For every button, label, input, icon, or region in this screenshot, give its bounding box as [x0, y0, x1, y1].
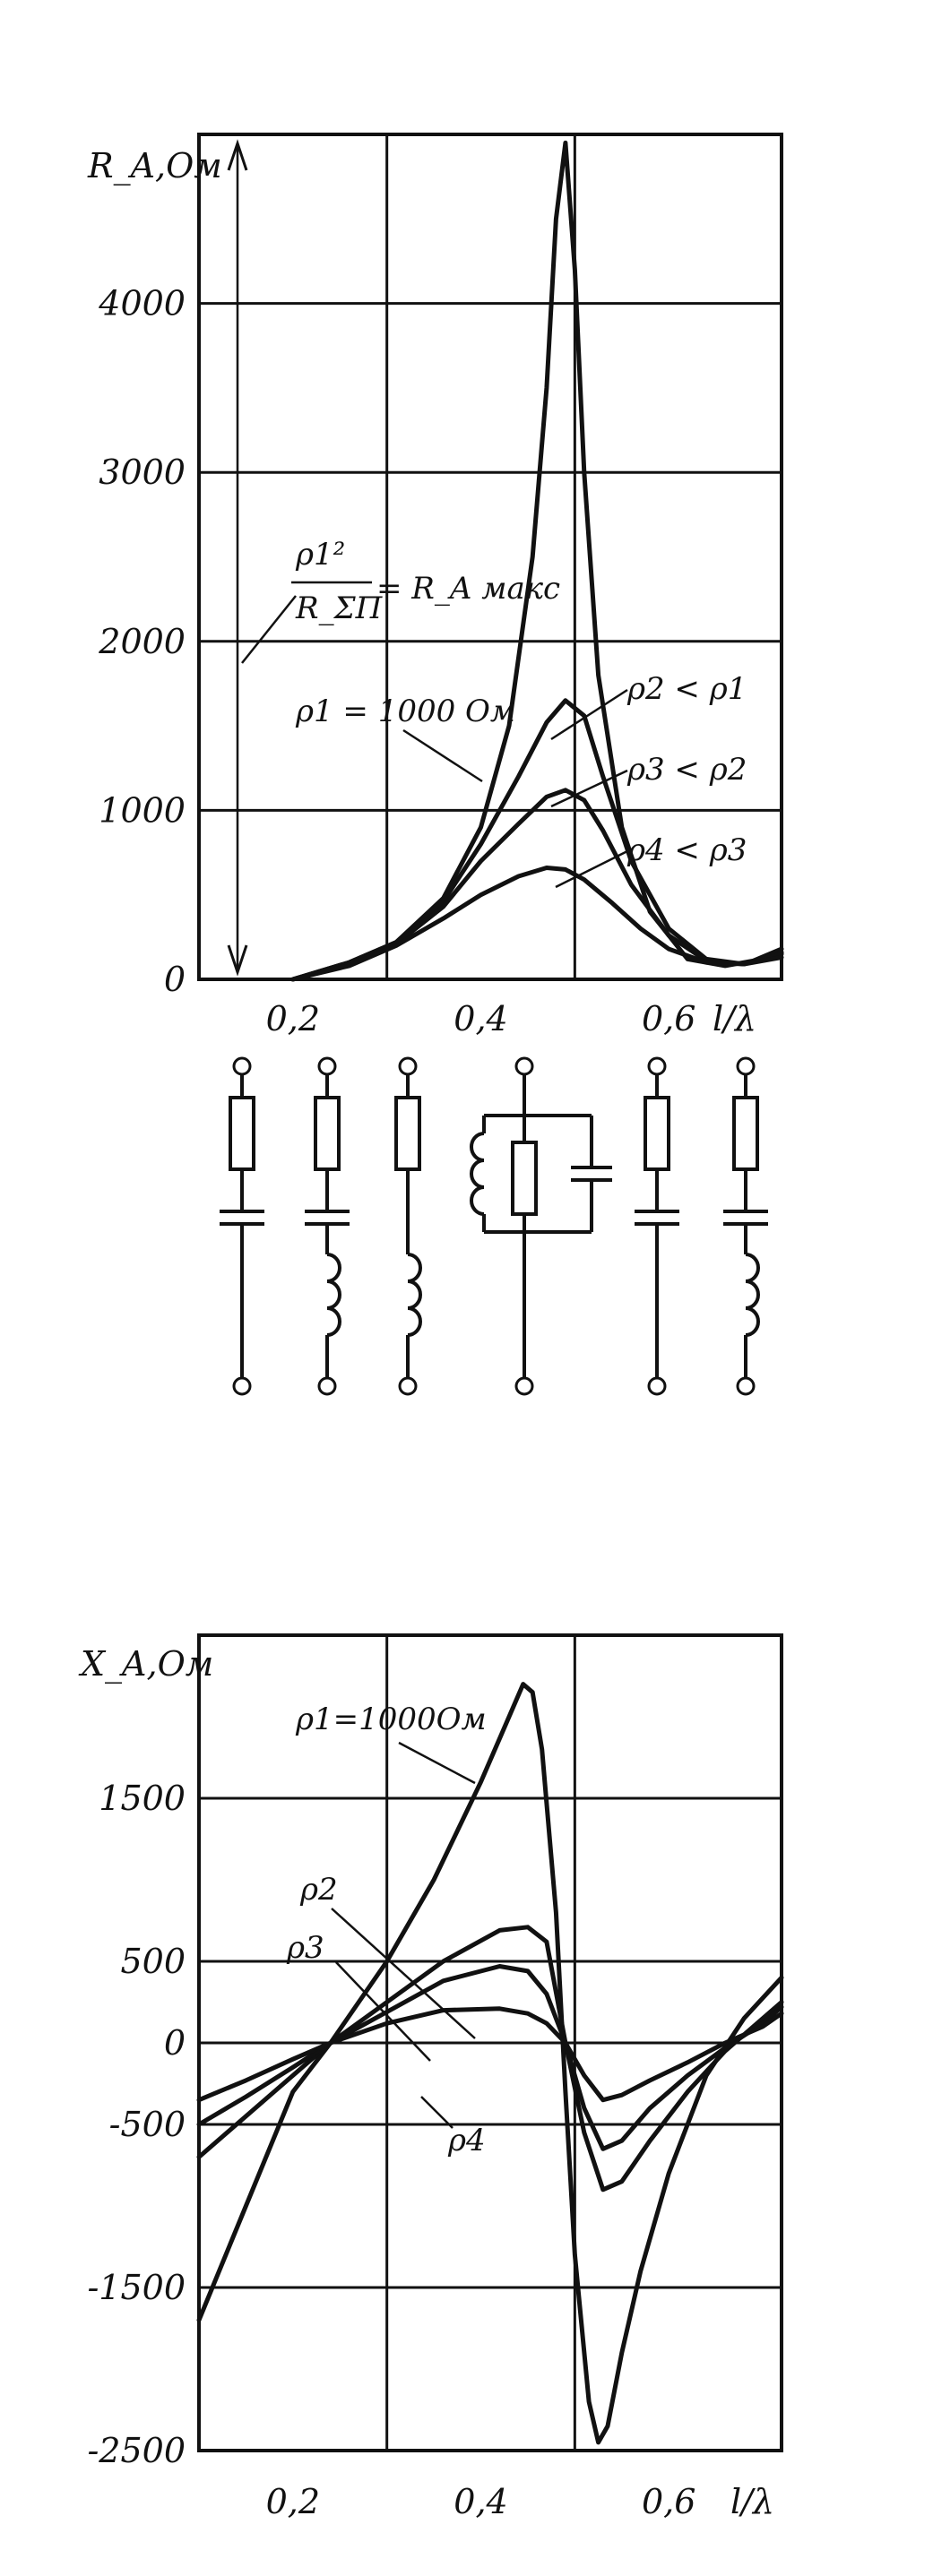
circuit-rl [394, 1056, 422, 1396]
chart2-y-tick-2: 0 [164, 2023, 186, 2063]
circuit-rcl-2 [723, 1056, 768, 1396]
formula-denominator: R_ΣП [295, 590, 384, 626]
equivalent-circuits [220, 1056, 768, 1396]
chart2-y-tick-3: -500 [109, 2105, 186, 2144]
chart1-range-arrow [227, 139, 248, 977]
chart2-x-tick-1: 0,4 [454, 2482, 507, 2521]
chart1-series-3-line [290, 788, 784, 982]
circuit-parallel-lrc [470, 1056, 612, 1396]
chart2-y-tick-1: 500 [120, 1942, 186, 1981]
chart2-series-label-2: ρ2 [299, 1872, 338, 1908]
chart2-y-axis-title: X_A,Ом [78, 1644, 213, 1684]
chart2-x-tick-2: 0,6 [642, 2482, 695, 2521]
resistance-chart: 0,2 0,4 0,6 0 1000 2000 3000 4000 R_A,Ом l/λ ρ1… [87, 133, 784, 1038]
chart2-series-label-1: ρ1=1000Ом [295, 1702, 487, 1737]
chart2-tick-labels: 0,2 0,4 0,6 1500 500 0 -500 -1500 -2500 [87, 1779, 695, 2521]
chart1-series-label-1: ρ1 = 1000 Ом [295, 694, 515, 729]
chart2-series-4-line [196, 2006, 784, 2103]
chart1-series-4-line [290, 866, 784, 982]
chart1-y-tick-1: 1000 [99, 790, 186, 830]
chart2-series-1-line [196, 1682, 784, 2445]
formula-result: = R_A макс [376, 571, 560, 607]
chart1-y-tick-4: 4000 [98, 284, 186, 323]
chart1-y-tick-0: 0 [164, 960, 186, 999]
chart2-series-label-3: ρ3 [286, 1930, 324, 1966]
chart1-y-tick-3: 3000 [99, 452, 186, 492]
chart1-x-tick-0: 0,2 [266, 999, 320, 1038]
chart1-formula: ρ1² R_ΣП = R_A макс [241, 537, 560, 664]
chart1-x-tick-1: 0,4 [454, 999, 507, 1038]
chart1-series-label-2: ρ2 < ρ1 [626, 671, 747, 707]
chart1-x-tick-2: 0,6 [642, 999, 695, 1038]
chart1-tick-labels: 0,2 0,4 0,6 0 1000 2000 3000 4000 [98, 284, 695, 1038]
chart1-frame [197, 133, 783, 981]
chart1-series-label-3: ρ3 < ρ2 [626, 752, 747, 788]
chart1-curves [290, 140, 784, 982]
circuit-rc-2 [635, 1056, 679, 1396]
chart1-x-axis-title: l/λ [713, 999, 756, 1038]
chart2-grid [199, 1635, 782, 2451]
chart1-y-axis-title: R_A,Ом [87, 146, 222, 186]
formula-numerator: ρ1² [295, 537, 345, 573]
circuit-rc [220, 1056, 264, 1396]
chart2-y-tick-5: -2500 [87, 2431, 186, 2470]
chart2-y-tick-4: -1500 [87, 2268, 186, 2307]
chart2-curves [196, 1682, 784, 2445]
chart1-y-tick-2: 2000 [98, 622, 186, 661]
circuit-rcl [305, 1056, 350, 1396]
chart2-y-tick-0: 1500 [99, 1779, 186, 1818]
chart2-series-label-4: ρ4 [447, 2123, 486, 2158]
chart1-series-label-4: ρ4 < ρ3 [626, 832, 747, 868]
chart2-x-axis-title: l/λ [730, 2482, 774, 2521]
chart2-x-tick-0: 0,2 [266, 2482, 320, 2521]
reactance-chart: 0,2 0,4 0,6 1500 500 0 -500 -1500 -2500 X_A,Ом l… [78, 1633, 784, 2521]
